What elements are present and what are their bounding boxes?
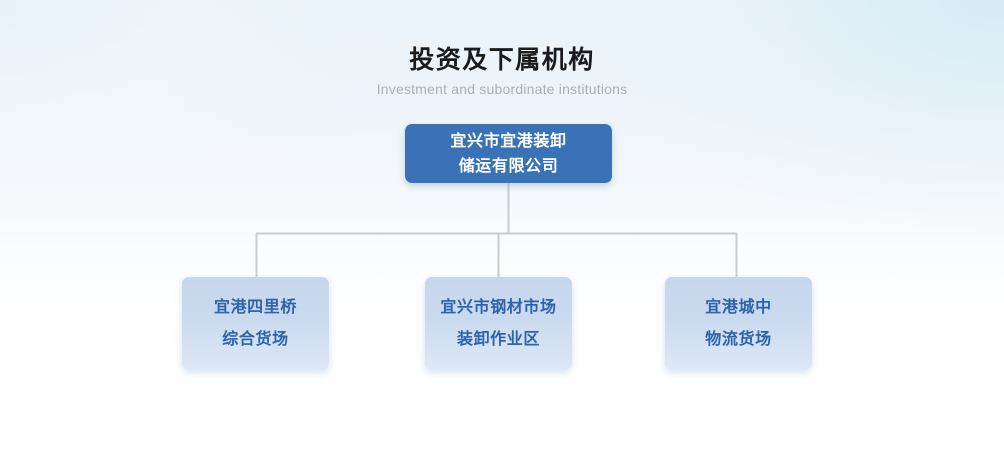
- org-node-child-2-line2: 装卸作业区: [456, 330, 540, 348]
- page-subtitle: Investment and subordinate institutions: [376, 81, 628, 97]
- org-node-child-2[interactable]: 宜兴市钢材市场 装卸作业区: [425, 277, 572, 370]
- page-heading: 投资及下属机构 Investment and subordinate insti…: [0, 44, 1004, 98]
- org-node-root[interactable]: 宜兴市宜港装卸 储运有限公司: [405, 124, 612, 183]
- org-node-child-1[interactable]: 宜港四里桥 综合货场: [182, 277, 329, 370]
- org-node-child-1-line2: 综合货场: [222, 330, 289, 348]
- org-node-child-1-line1: 宜港四里桥: [213, 298, 297, 316]
- page-title: 投资及下属机构: [409, 46, 595, 74]
- org-node-child-3-line1: 宜港城中: [705, 298, 772, 316]
- org-node-root-line1: 宜兴市宜港装卸: [450, 132, 567, 150]
- org-node-child-3[interactable]: 宜港城中 物流货场: [665, 277, 812, 370]
- org-node-root-line2: 储运有限公司: [458, 157, 559, 175]
- org-node-child-3-line2: 物流货场: [705, 330, 772, 348]
- org-node-child-2-line1: 宜兴市钢材市场: [440, 298, 557, 316]
